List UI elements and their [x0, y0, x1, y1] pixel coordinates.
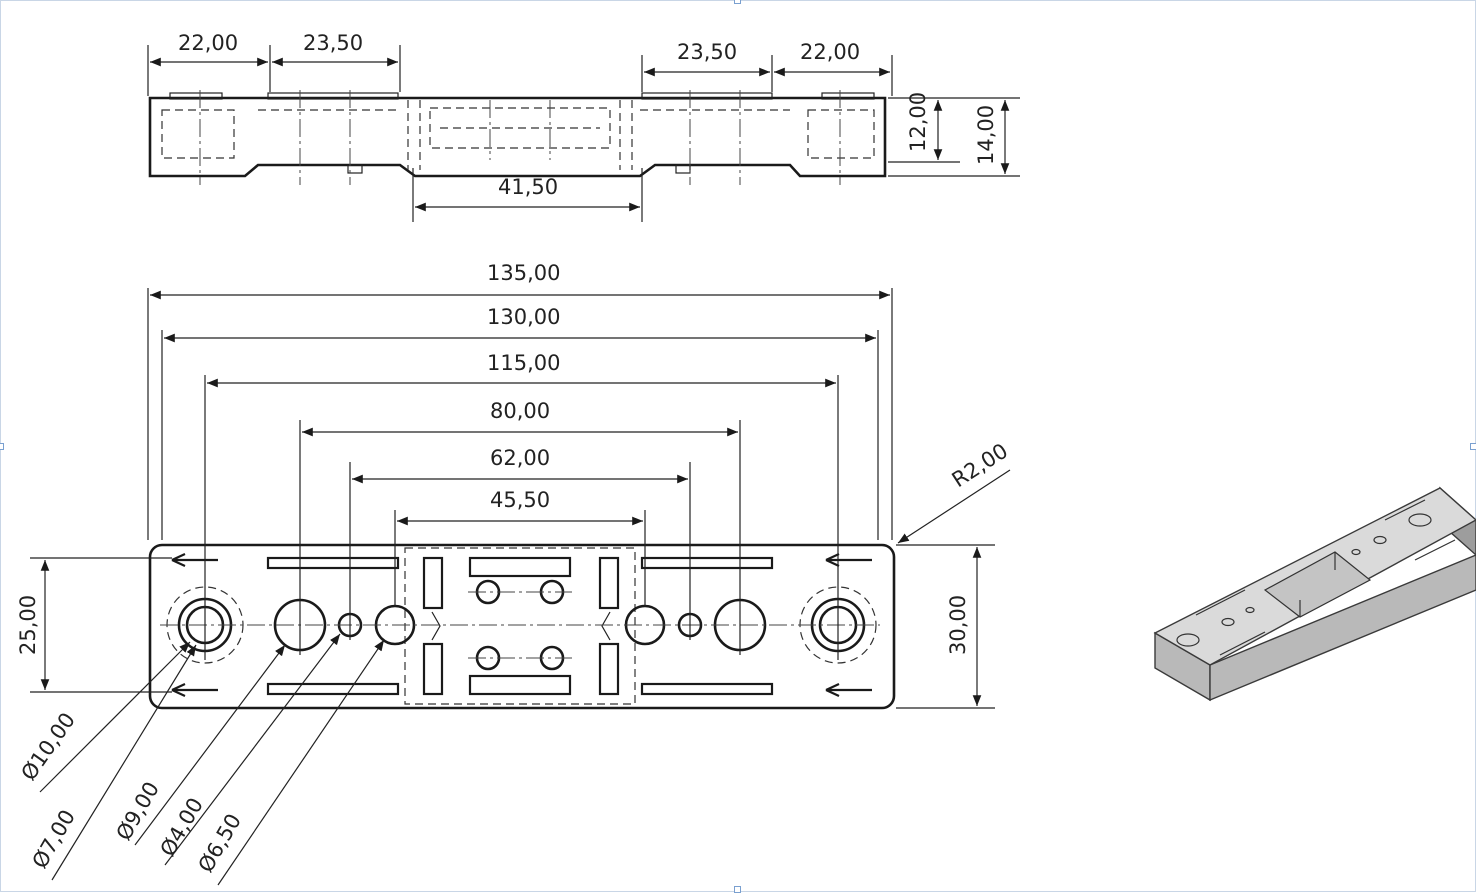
- slot-top-left: [266, 556, 400, 570]
- leader-phi4: [164, 633, 341, 866]
- dim-text-45: 45,50: [490, 488, 550, 512]
- callout-phi4: Ø4,00: [156, 794, 208, 861]
- selection-handle-left[interactable]: [0, 443, 4, 450]
- hidden-bore-right: [807, 109, 875, 159]
- dim-text-80: 80,00: [490, 399, 550, 423]
- dim-text-130: 130,00: [487, 305, 560, 329]
- callout-phi7: Ø7,00: [28, 806, 80, 873]
- hidden-center-pocket: [429, 107, 611, 149]
- top-pocket-4: [821, 92, 875, 100]
- top-pocket-2: [267, 92, 399, 100]
- plan-view: 135,00 130,00 115,00 80,00 62,00 45,50 2…: [16, 261, 1013, 886]
- selection-handle-top[interactable]: [734, 0, 741, 4]
- notch-left: [431, 611, 441, 641]
- slot-bottom-left: [266, 682, 400, 696]
- callout-phi9: Ø9,00: [112, 778, 164, 845]
- dim-text-25: 25,00: [16, 595, 40, 655]
- iso-long-face: [1209, 554, 1476, 702]
- dim-text-30: 30,00: [946, 595, 970, 655]
- center-pocket-top: [468, 556, 572, 578]
- callout-phi10: Ø10,00: [16, 708, 80, 785]
- leader-phi9: [134, 644, 286, 846]
- dim-text-12: 12,00: [906, 92, 930, 152]
- foot-2: [675, 164, 691, 174]
- callout-phi6-5: Ø6,50: [194, 810, 246, 877]
- clip-2: [422, 642, 444, 696]
- leader-r2: [897, 469, 1011, 544]
- dim-text-22-left: 22,00: [178, 31, 238, 55]
- hidden-center-cavity: [404, 547, 636, 705]
- arrow-symbol-3: [825, 553, 872, 567]
- iso-top-features: [1176, 499, 1456, 656]
- dim-text-r2: R2,00: [948, 439, 1013, 493]
- center-pocket-bottom: [468, 674, 572, 696]
- top-pocket-1: [169, 92, 223, 100]
- dim-text-23-right: 23,50: [677, 40, 737, 64]
- slot-bottom-right: [640, 682, 774, 696]
- dim-text-41: 41,50: [498, 175, 558, 199]
- leader-phi7: [51, 644, 197, 881]
- hidden-bore-left: [161, 109, 235, 159]
- dim-text-62: 62,00: [490, 446, 550, 470]
- dim-text-115: 115,00: [487, 351, 560, 375]
- clip-3: [598, 556, 620, 610]
- dim-text-135: 135,00: [487, 261, 560, 285]
- dim-text-22-right: 22,00: [800, 40, 860, 64]
- dim-text-23-left: 23,50: [303, 31, 363, 55]
- top-view-outline: [148, 96, 887, 178]
- selection-handle-right[interactable]: [1470, 443, 1476, 450]
- leader-phi6-5: [217, 639, 385, 886]
- plan-outline: [148, 543, 896, 710]
- top-pocket-3: [641, 92, 773, 100]
- arrow-symbol-2: [171, 683, 218, 697]
- leader-phi10: [39, 641, 191, 793]
- slot-top-right: [640, 556, 774, 570]
- notch-right: [601, 611, 611, 641]
- clip-1: [422, 556, 444, 610]
- foot-1: [347, 164, 363, 174]
- arrow-symbol-4: [825, 683, 872, 697]
- isometric-view: [1153, 486, 1476, 702]
- clip-4: [598, 642, 620, 696]
- dim-text-14: 14,00: [974, 105, 998, 165]
- arrow-symbol-1: [171, 553, 218, 567]
- top-view: 22,00 23,50 23,50 22,00 12,00 14,00 41,5…: [147, 31, 1020, 222]
